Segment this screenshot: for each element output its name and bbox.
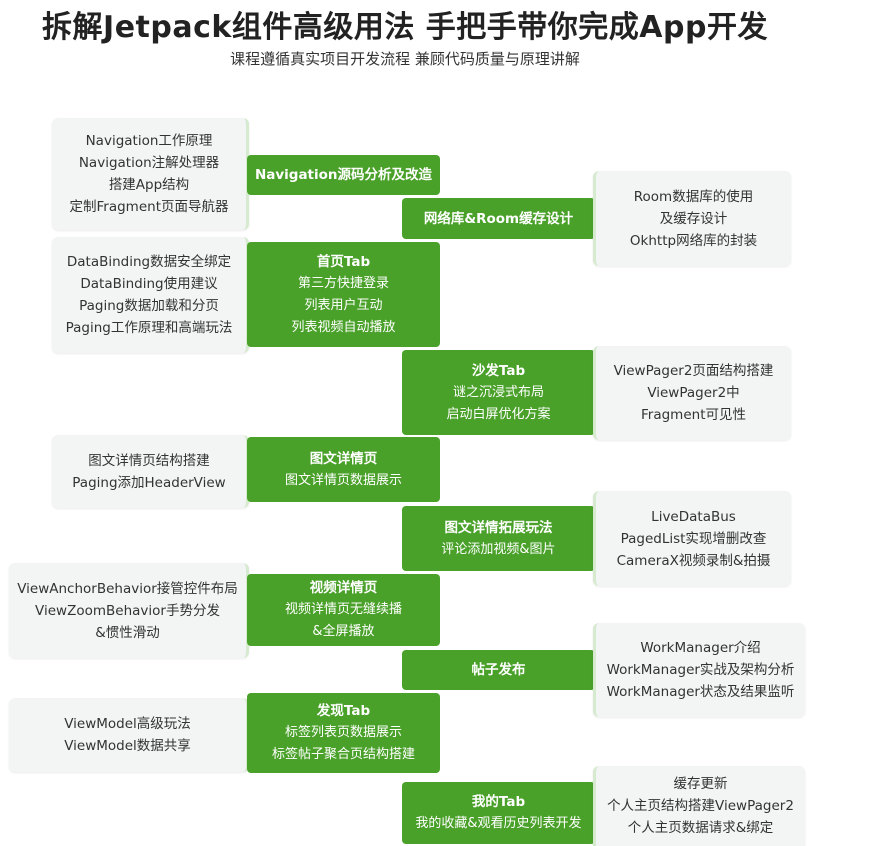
detail-box-mine-tab: 缓存更新 个人主页结构搭建ViewPager2 个人主页数据请求&绑定 xyxy=(593,766,805,846)
detail-line: PagedList实现增删改查 xyxy=(620,530,767,547)
module-title: 首页Tab xyxy=(316,253,371,270)
detail-line: 及缓存设计 xyxy=(659,210,728,227)
detail-line: 缓存更新 xyxy=(673,776,728,792)
detail-line: Navigation工作原理 xyxy=(85,133,213,149)
module-title: 帖子发布 xyxy=(471,662,526,678)
module-title: 网络库&Room缓存设计 xyxy=(423,210,574,227)
detail-box-article-detail: 图文详情页结构搭建 Paging添加HeaderView xyxy=(52,435,249,508)
detail-line: Fragment可见性 xyxy=(641,407,746,423)
detail-line: 图文详情页结构搭建 xyxy=(88,452,210,469)
detail-line: Navigation注解处理器 xyxy=(78,155,220,171)
page-title: 拆解Jetpack组件高级用法 手把手带你完成App开发 xyxy=(42,10,768,45)
detail-line: 搭建App结构 xyxy=(108,177,190,193)
module-sub: 标签帖子聚合页结构搭建 xyxy=(271,747,415,762)
detail-line: Room数据库的使用 xyxy=(633,188,754,205)
module-sub: 谜之沉浸式布局 xyxy=(452,384,544,400)
detail-line: &惯性滑动 xyxy=(95,624,160,641)
detail-line: DataBinding使用建议 xyxy=(80,276,218,292)
detail-box-sofa-tab: ViewPager2页面结构搭建 ViewPager2中 Fragment可见性 xyxy=(593,346,791,440)
module-title: 发现Tab xyxy=(316,703,371,719)
module-network-room: 网络库&Room缓存设计 xyxy=(402,198,595,239)
detail-line: WorkManager状态及结果监听 xyxy=(606,684,795,700)
module-sub: 第三方快捷登录 xyxy=(297,275,389,291)
detail-line: ViewPager2中 xyxy=(647,385,740,401)
module-title: 图文详情拓展玩法 xyxy=(444,519,553,536)
detail-box-discover-tab: ViewModel高级玩法 ViewModel数据共享 xyxy=(9,698,249,772)
detail-box-network-room: Room数据库的使用 及缓存设计 Okhttp网络库的封装 xyxy=(593,171,791,266)
module-sub: 列表视频自动播放 xyxy=(291,319,396,335)
detail-box-home-tab: DataBinding数据安全绑定 DataBinding使用建议 Paging… xyxy=(52,237,249,353)
module-sub: 我的收藏&观看历史列表开发 xyxy=(415,816,582,831)
module-sub: 图文详情页数据展示 xyxy=(284,472,402,488)
detail-line: DataBinding数据安全绑定 xyxy=(66,254,232,270)
module-post-publish: 帖子发布 xyxy=(402,650,595,690)
module-navigation: Navigation源码分析及改造 xyxy=(247,155,440,195)
module-title: Navigation源码分析及改造 xyxy=(254,167,433,183)
detail-line: 个人主页数据请求&绑定 xyxy=(627,820,774,836)
module-title: 视频详情页 xyxy=(309,580,378,596)
module-sub: 评论添加视频&图片 xyxy=(441,541,556,557)
module-sub: 标签列表页数据展示 xyxy=(284,725,402,740)
detail-line: Okhttp网络库的封装 xyxy=(629,232,758,249)
detail-line: ViewModel数据共享 xyxy=(64,738,191,754)
detail-line: Paging数据加载和分页 xyxy=(79,298,219,314)
detail-box-navigation: Navigation工作原理 Navigation注解处理器 搭建App结构 定… xyxy=(52,118,249,230)
module-mine-tab: 我的Tab 我的收藏&观看历史列表开发 xyxy=(402,782,595,844)
page-subtitle: 课程遵循真实项目开发流程 兼顾代码质量与原理讲解 xyxy=(230,50,580,68)
detail-box-post-publish: WorkManager介绍 WorkManager实战及架构分析 WorkMan… xyxy=(593,623,805,717)
module-discover-tab: 发现Tab 标签列表页数据展示 标签帖子聚合页结构搭建 xyxy=(247,693,440,773)
detail-line: CameraX视频录制&拍摄 xyxy=(616,552,771,569)
detail-line: 定制Fragment页面导航器 xyxy=(69,199,229,215)
detail-line: ViewModel高级玩法 xyxy=(64,716,191,732)
detail-line: ViewPager2页面结构搭建 xyxy=(613,363,774,379)
module-title: 图文详情页 xyxy=(309,450,378,467)
detail-line: 个人主页结构搭建ViewPager2 xyxy=(607,798,794,814)
detail-line: LiveDataBus xyxy=(651,508,736,525)
module-sofa-tab: 沙发Tab 谜之沉浸式布局 启动白屏优化方案 xyxy=(402,350,595,435)
module-sub: 列表用户互动 xyxy=(304,297,383,313)
detail-line: WorkManager实战及架构分析 xyxy=(606,662,795,678)
module-title: 我的Tab xyxy=(471,794,526,810)
module-article-detail: 图文详情页 图文详情页数据展示 xyxy=(247,437,440,502)
detail-box-video-detail: ViewAnchorBehavior接管控件布局 ViewZoomBehavio… xyxy=(9,563,249,658)
detail-box-article-extend: LiveDataBus PagedList实现增删改查 CameraX视频录制&… xyxy=(593,491,791,586)
module-sub: &全屏播放 xyxy=(312,624,375,639)
detail-line: Paging添加HeaderView xyxy=(72,474,226,491)
detail-line: WorkManager介绍 xyxy=(640,640,761,656)
detail-line: Paging工作原理和高端玩法 xyxy=(65,320,233,336)
detail-line: ViewZoomBehavior手势分发 xyxy=(35,602,220,619)
module-home-tab: 首页Tab 第三方快捷登录 列表用户互动 列表视频自动播放 xyxy=(247,242,440,347)
module-article-extend: 图文详情拓展玩法 评论添加视频&图片 xyxy=(402,506,595,571)
module-sub: 启动白屏优化方案 xyxy=(446,406,551,422)
module-video-detail: 视频详情页 视频详情页无缝续播 &全屏播放 xyxy=(247,574,440,646)
module-sub: 视频详情页无缝续播 xyxy=(284,602,402,617)
detail-line: ViewAnchorBehavior接管控件布局 xyxy=(17,580,238,597)
module-title: 沙发Tab xyxy=(471,362,526,379)
